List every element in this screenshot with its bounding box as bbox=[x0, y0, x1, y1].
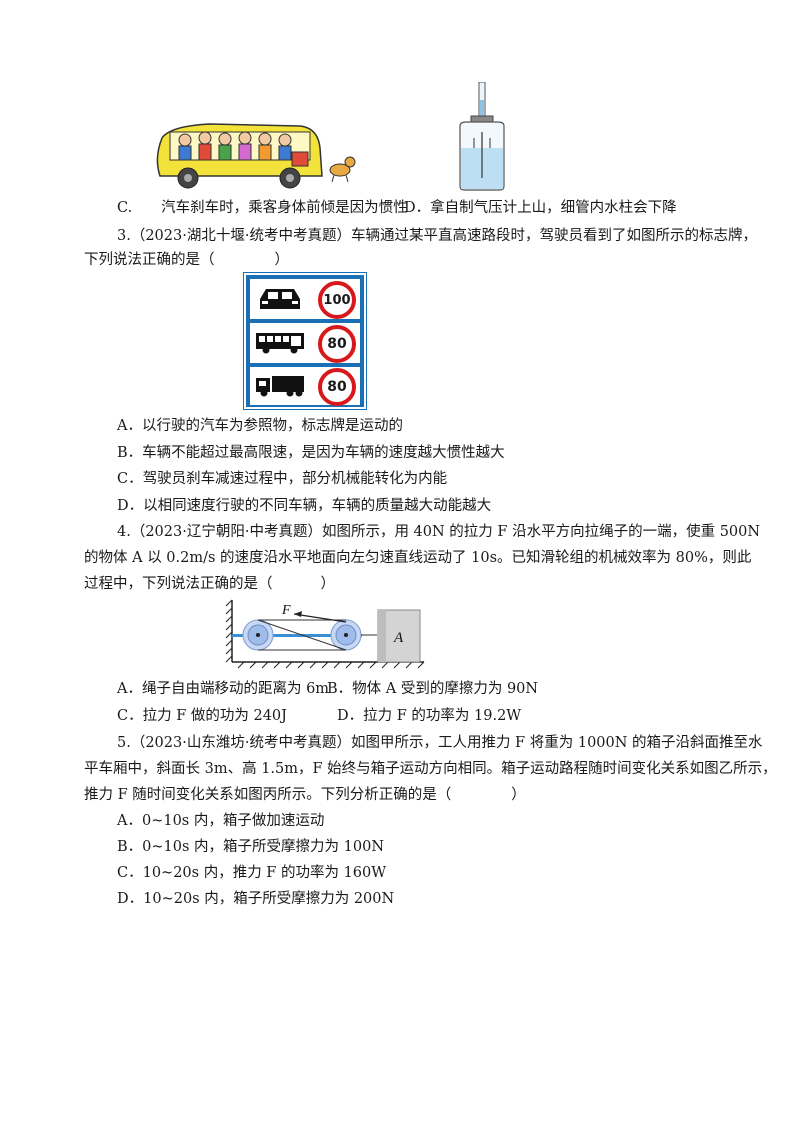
q3-stem-line1: 3.（2023·湖北十堰·统考中考真题）车辆通过某平直高速路段时，驾驶员看到了如… bbox=[117, 228, 757, 244]
q5-option-b: B．0~10s 内，箱子所受摩擦力为 100N bbox=[117, 839, 385, 855]
q4-option-b: B．物体 A 受到的摩擦力为 90N bbox=[327, 681, 539, 697]
q5-option-c: C．10~20s 内，推力 F 的功率为 160W bbox=[117, 865, 387, 881]
sign-row-truck: 80 bbox=[250, 367, 360, 406]
q4-stem-line2: 的物体 A 以 0.2m/s 的速度沿水平地面向左匀速直线运动了 10s。已知滑… bbox=[84, 550, 752, 566]
pulley-figure: F A bbox=[225, 599, 425, 669]
q3-option-d: D．以相同速度行驶的不同车辆，车辆的质量越大动能越大 bbox=[117, 498, 492, 514]
q5-stem-line1: 5.（2023·山东潍坊·统考中考真题）如图甲所示，工人用推力 F 将重为 10… bbox=[117, 735, 763, 751]
speed-value-3: 80 bbox=[327, 379, 347, 395]
barometer-figure bbox=[459, 82, 505, 191]
q3-option-c: C．驾驶员刹车减速过程中，部分机械能转化为内能 bbox=[117, 471, 448, 487]
bus-cartoon-figure bbox=[156, 123, 356, 189]
q4-stem-line3: 过程中，下列说法正确的是（） bbox=[84, 576, 335, 592]
q4-option-c: C．拉力 F 做的功为 240J bbox=[117, 708, 287, 724]
q5-stem-line3: 推力 F 随时间变化关系如图丙所示。下列分析正确的是（） bbox=[84, 787, 526, 803]
q5-option-d: D．10~20s 内，箱子所受摩擦力为 200N bbox=[117, 891, 395, 907]
speed-value-1: 100 bbox=[323, 293, 351, 308]
q3-stem-line2: 下列说法正确的是（） bbox=[84, 252, 289, 268]
speed-circle-1: 100 bbox=[318, 281, 356, 319]
force-label: F bbox=[281, 603, 291, 618]
q2-option-c: C. 汽车刹车时，乘客身体前倾是因为惯性 bbox=[117, 200, 408, 216]
q3-option-b: B．车辆不能超过最高限速，是因为车辆的速度越大惯性越大 bbox=[117, 445, 505, 461]
q4-option-a: A．绳子自由端移动的距离为 6m bbox=[117, 681, 330, 697]
q5-stem-line2: 平车厢中，斜面长 3m、高 1.5m，F 始终与箱子运动方向相同。箱子运动路程随… bbox=[84, 761, 777, 777]
speed-value-2: 80 bbox=[327, 336, 347, 352]
sign-row-bus: 80 bbox=[250, 323, 360, 363]
q4-stem-line1: 4.（2023·辽宁朝阳·中考真题）如图所示，用 40N 的拉力 F 沿水平方向… bbox=[117, 524, 761, 540]
q5-option-a: A．0~10s 内，箱子做加速运动 bbox=[117, 813, 325, 829]
car-icon bbox=[260, 289, 300, 309]
speed-limit-sign: 100 80 80 bbox=[244, 273, 366, 409]
q2-option-d: D．拿自制气压计上山，细管内水柱会下降 bbox=[404, 200, 677, 216]
bus-icon bbox=[256, 333, 304, 354]
speed-circle-2: 80 bbox=[318, 325, 356, 363]
speed-circle-3: 80 bbox=[318, 368, 356, 406]
block-label: A bbox=[393, 630, 404, 646]
q4-option-d: D．拉力 F 的功率为 19.2W bbox=[337, 708, 522, 724]
q3-option-a: A．以行驶的汽车为参照物，标志牌是运动的 bbox=[117, 418, 403, 434]
sign-row-car: 100 bbox=[250, 279, 360, 319]
truck-icon bbox=[256, 376, 304, 397]
